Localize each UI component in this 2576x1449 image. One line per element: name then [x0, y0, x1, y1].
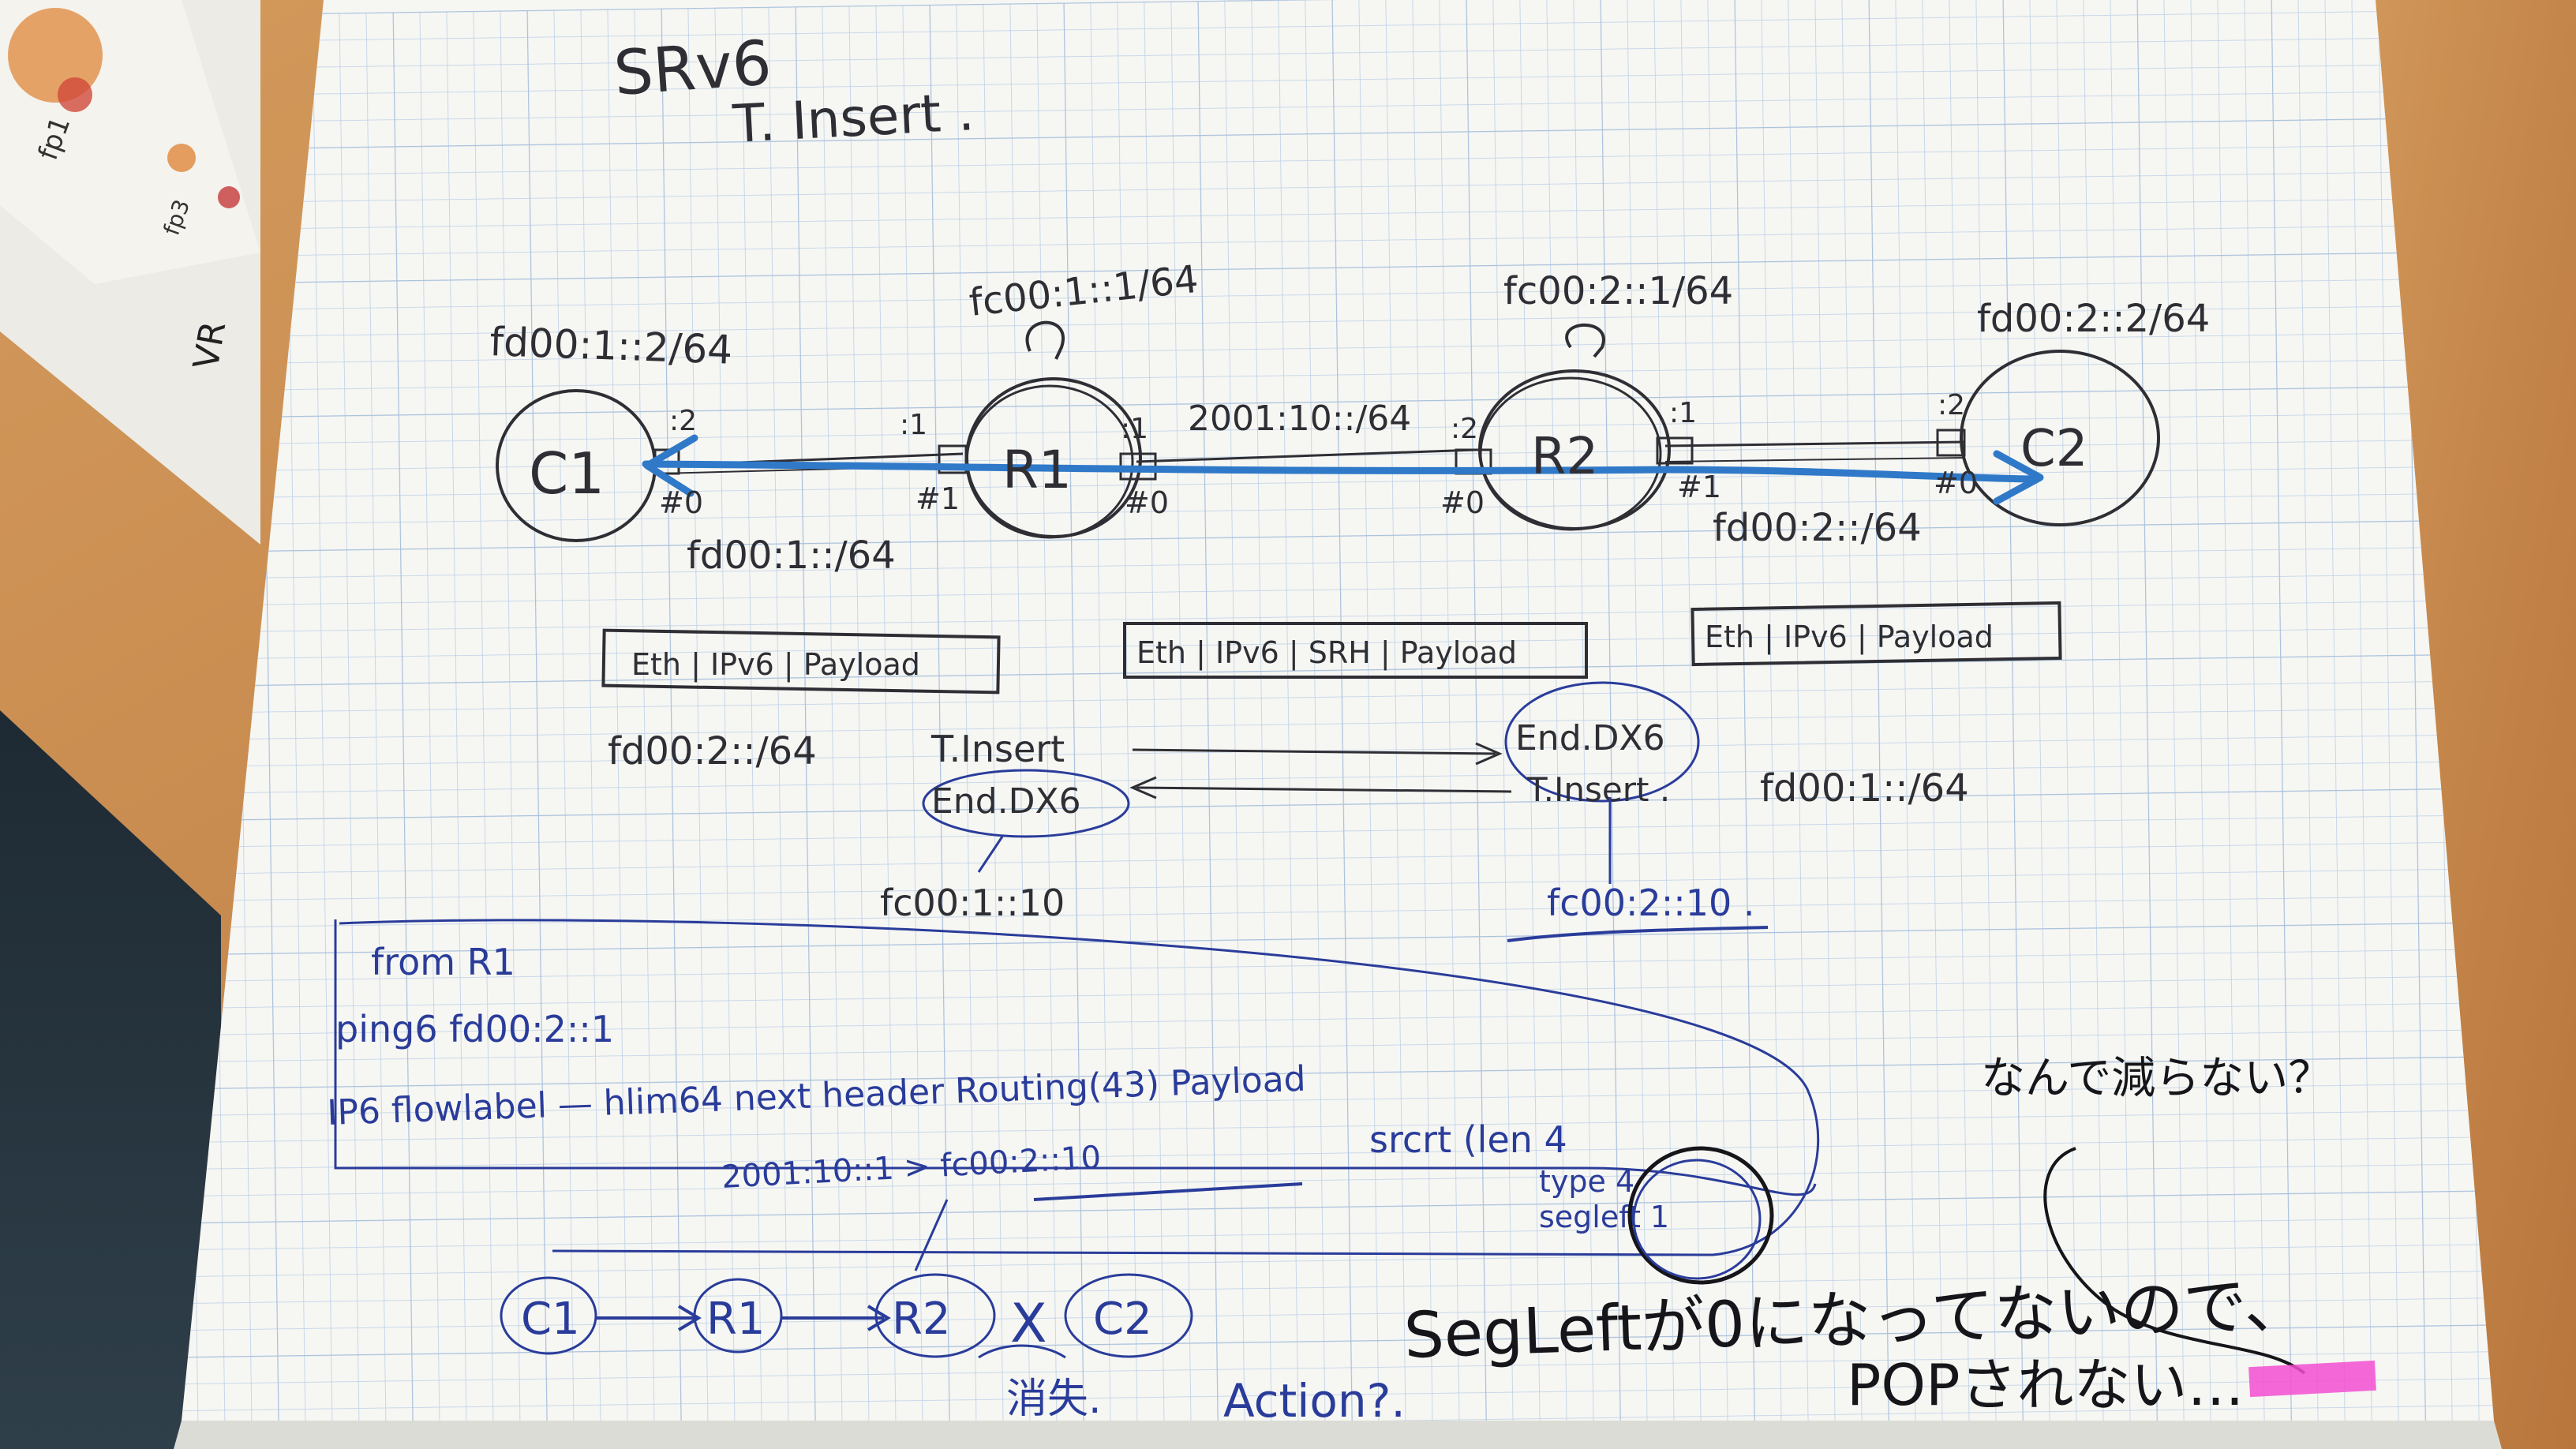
- capture-segleft: segleft 1: [1539, 1200, 1669, 1234]
- route-r2-dst: fd00:1::/64: [1760, 766, 1969, 811]
- node-c2-label: C2: [2020, 420, 2087, 478]
- route-r2-end: End.DX6: [1515, 718, 1665, 758]
- if-c1-host: :2: [669, 405, 697, 437]
- header-left-text: Eth | IPv6 | Payload: [631, 647, 920, 683]
- header-middle-text: Eth | IPv6 | SRH | Payload: [1136, 635, 1517, 671]
- if-r1-right-host: :1: [1121, 413, 1148, 445]
- flow-node-r2: R2: [892, 1294, 951, 1345]
- addr-link-mid: 2001:10::/64: [1188, 399, 1411, 439]
- capture-srh-type: type 4: [1539, 1164, 1634, 1199]
- if-r1-left-host: :1: [900, 409, 927, 441]
- highlighter-mark: [2248, 1360, 2376, 1398]
- route-r1-dst: fd00:2::/64: [608, 729, 817, 773]
- header-box-right: [1690, 601, 2062, 667]
- addr-c1: fd00:1::2/64: [489, 319, 733, 373]
- route-r2-action: T.Insert .: [1526, 770, 1670, 809]
- node-c2-circle: [1960, 350, 2160, 526]
- srv6-routing: fd00:2::/64 T.Insert End.DX6 fc00:1::10 …: [608, 681, 1969, 942]
- if-c2-host: :2: [1938, 389, 1965, 421]
- addr-c2: fd00:2::2/64: [1977, 297, 2210, 341]
- if-r2-left-host: :2: [1451, 413, 1478, 445]
- if-c2-port: #0: [1934, 466, 1978, 500]
- network-topology: C1 R1 R2 C2 fd00:1::2/64 fc00:1::1/64 fc…: [489, 257, 2211, 578]
- if-r2-right-host: :1: [1669, 397, 1697, 429]
- flow-diagram: C1 R1 R2 X C2 消失. Action?.: [500, 1273, 1406, 1428]
- scattered-papers: fp1 fp3 VR: [0, 0, 260, 545]
- header-right-text: Eth | IPv6 | Payload: [1705, 620, 1994, 655]
- margin-label-vr: VR: [186, 318, 234, 373]
- capture-from: from R1: [371, 941, 515, 983]
- header-box-left: [601, 628, 1001, 695]
- addr-net-c2: fd00:2::/64: [1713, 506, 1922, 550]
- route-r1-action: T.Insert: [930, 728, 1065, 770]
- note-pop: POPされない…: [1847, 1352, 2245, 1418]
- capture-srh-len: srcrt (len 4: [1369, 1118, 1567, 1161]
- page-title: SRv6: [612, 28, 773, 110]
- page-subtitle: T. Insert .: [731, 81, 975, 155]
- if-r1-left-port: #1: [915, 481, 960, 516]
- question-notes: なんで減らない？ SegLeftが0になってないので、 POPされない…: [1402, 1053, 2376, 1418]
- route-r1-end: End.DX6: [931, 781, 1081, 822]
- route-r1-sid: fc00:1::10: [880, 882, 1065, 924]
- flow-drop-word: 消失.: [1006, 1376, 1102, 1423]
- if-r2-right-port: #1: [1677, 470, 1721, 504]
- if-r1-right-port: #0: [1125, 485, 1169, 520]
- note-question: なんで減らない？: [1981, 1053, 2332, 1104]
- if-c1-port: #0: [659, 485, 703, 520]
- node-r1-label: R1: [1002, 440, 1072, 500]
- node-r2-label: R2: [1531, 428, 1598, 486]
- flow-node-c2: C2: [1093, 1294, 1152, 1345]
- addr-r2-loopback: fc00:2::1/64: [1503, 269, 1733, 313]
- node-r2-circle: [1479, 376, 1662, 531]
- capture-cmd: ping6 fd00:2::1: [335, 1008, 614, 1050]
- packet-headers: Eth | IPv6 | Payload Eth | IPv6 | SRH | …: [601, 601, 2062, 695]
- flow-action-question: Action?.: [1223, 1374, 1406, 1428]
- addr-net-c1: fd00:1::/64: [687, 534, 896, 578]
- flow-node-c1: C1: [521, 1294, 580, 1345]
- traffic-path-blue: [642, 460, 2036, 483]
- route-r2-sid: fc00:2::10 .: [1547, 882, 1755, 924]
- if-r2-left-port: #0: [1440, 485, 1485, 520]
- node-c1-label: C1: [529, 440, 605, 507]
- title-group: SRv6 T. Insert .: [612, 28, 975, 155]
- header-box-middle: [1123, 622, 1588, 679]
- flow-node-r1: R1: [706, 1294, 766, 1345]
